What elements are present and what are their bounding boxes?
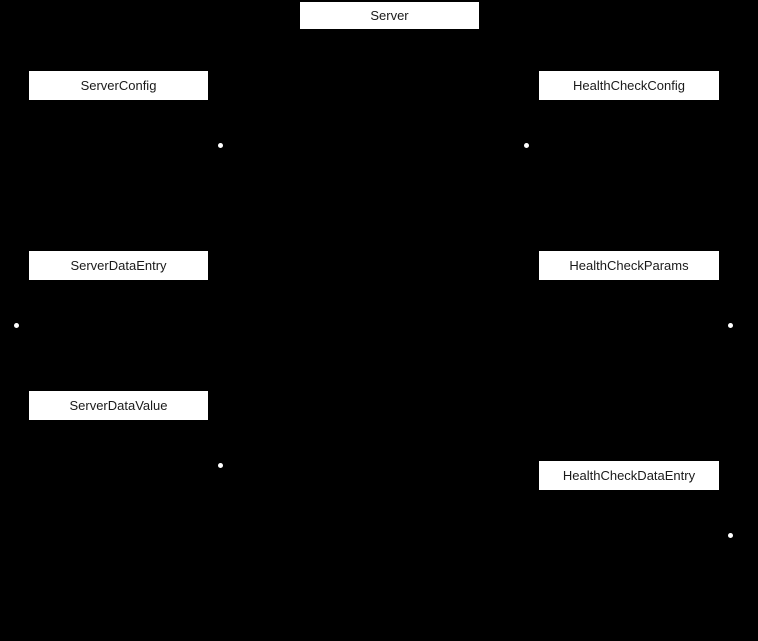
connector-dot-6	[727, 532, 733, 538]
connector-dot-3	[13, 322, 19, 328]
diagram-node-health-check-config: HealthCheckConfig	[539, 71, 719, 100]
node-label-health-check-config: HealthCheckConfig	[572, 78, 685, 93]
diagram-node-server: Server	[300, 2, 479, 29]
connector-dot-2	[523, 142, 529, 148]
connector-dot-1	[217, 142, 223, 148]
connector-dot-4	[727, 322, 733, 328]
node-label-health-check-data-entry: HealthCheckDataEntry	[562, 468, 696, 483]
node-label-server-data-entry: ServerDataEntry	[70, 258, 167, 273]
node-label-server: Server	[370, 8, 409, 23]
node-label-health-check-params: HealthCheckParams	[569, 258, 689, 273]
connector-dot-5	[217, 462, 223, 468]
diagram-node-server-config: ServerConfig	[29, 71, 208, 100]
diagram-node-health-check-data-entry: HealthCheckDataEntry	[539, 461, 719, 490]
diagram-node-health-check-params: HealthCheckParams	[539, 251, 719, 280]
node-label-server-data-value: ServerDataValue	[69, 398, 168, 413]
diagram-node-server-data-value: ServerDataValue	[29, 391, 208, 420]
diagram-node-server-data-entry: ServerDataEntry	[29, 251, 208, 280]
node-label-server-config: ServerConfig	[80, 78, 157, 93]
